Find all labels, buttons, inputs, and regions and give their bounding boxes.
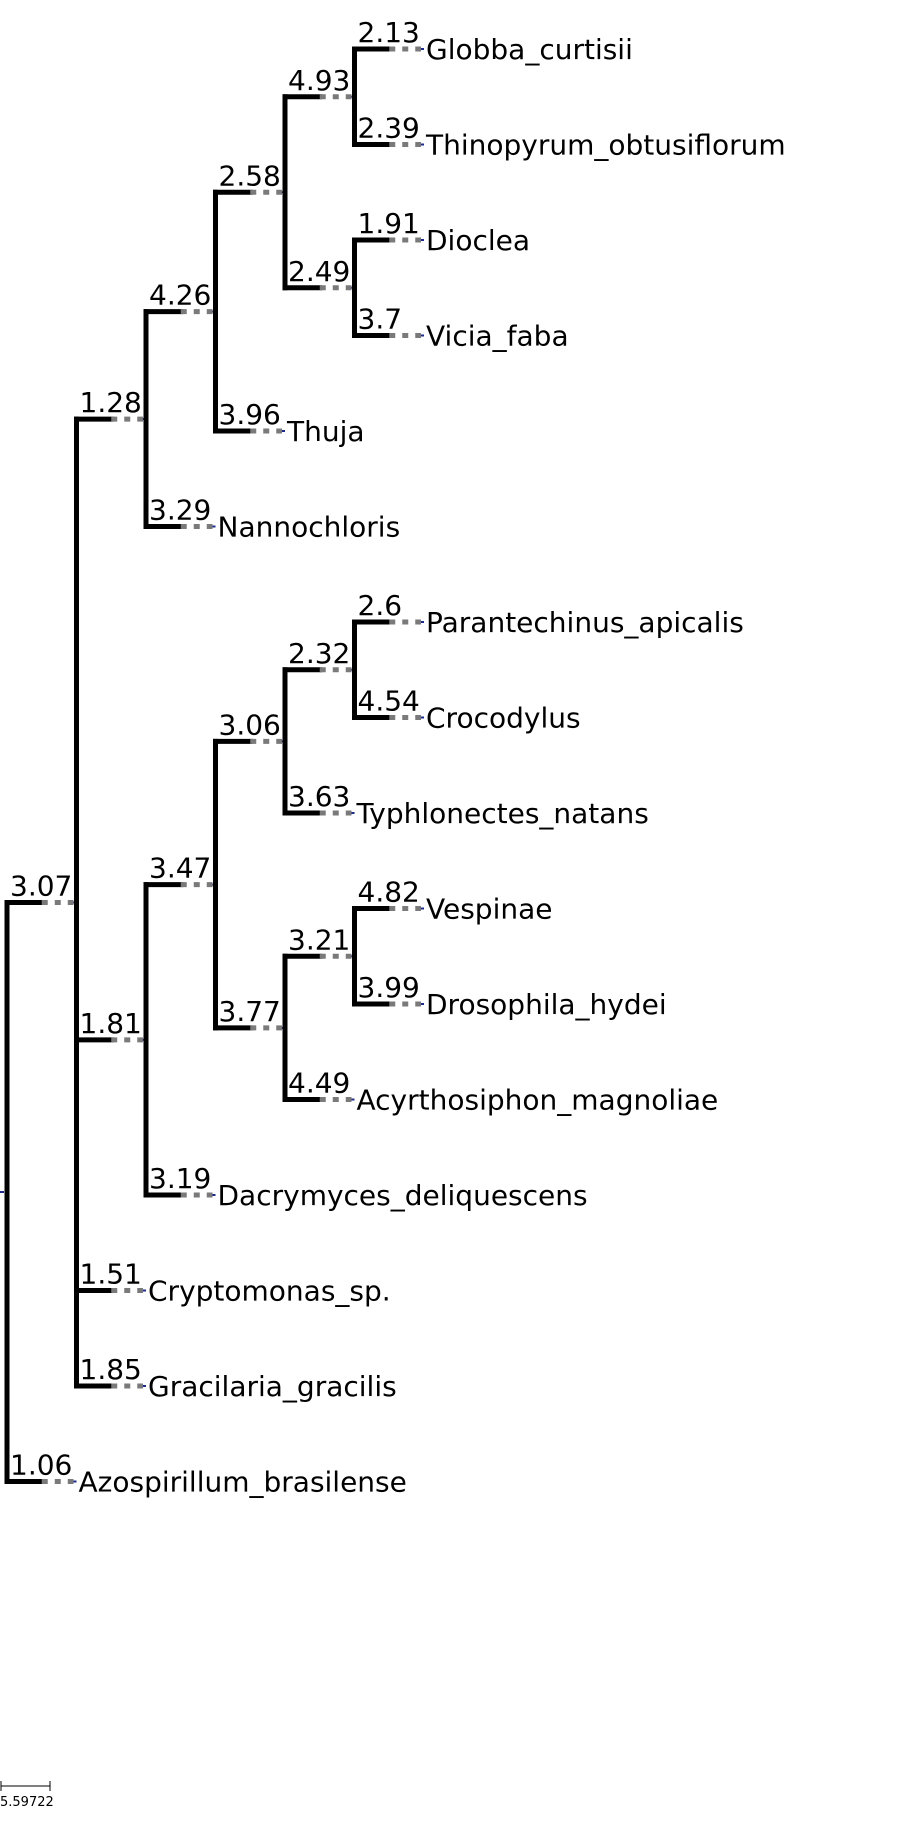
branch-length-label-crocodylus: 4.54 <box>358 685 420 718</box>
branch-length-label-n_j: 3.77 <box>219 995 281 1028</box>
leaf-label-nannochloris: Nannochloris <box>218 511 401 544</box>
scale-bar: 5.59722 <box>0 1781 54 1810</box>
scale-bar-label: 5.59722 <box>0 1795 54 1810</box>
branch-length-label-n_c: 1.81 <box>80 1007 142 1040</box>
branch-length-label-n_i: 3.06 <box>219 708 281 741</box>
branch-length-label-cryptomonas-sp: 1.51 <box>80 1258 142 1291</box>
branch-length-label-n_l: 3.21 <box>288 923 350 956</box>
branch-length-label-n_d: 4.26 <box>149 279 211 312</box>
branch-length-label-n_e: 2.58 <box>219 159 281 192</box>
leaf-label-cryptomonas-sp: Cryptomonas_sp. <box>148 1275 391 1308</box>
leaf-label-globba-curtisii: Globba_curtisii <box>426 33 633 66</box>
leaf-label-azospirillum-brasilense: Azospirillum_brasilense <box>79 1466 407 1499</box>
branch-length-label-parantechinus-apicalis: 2.6 <box>358 589 403 622</box>
tree-edges <box>0 46 424 1484</box>
leaf-label-acyrthosiphon-magnoliae: Acyrthosiphon_magnoliae <box>357 1084 719 1117</box>
leaf-label-drosophila-hydei: Drosophila_hydei <box>426 988 667 1021</box>
branch-length-label-dacrymyces-deliquescens: 3.19 <box>149 1162 211 1195</box>
branch-length-label-n_k: 2.32 <box>288 637 350 670</box>
branch-length-label-globba-curtisii: 2.13 <box>358 16 420 49</box>
branch-length-label-typhlonectes-natans: 3.63 <box>288 780 350 813</box>
branch-length-label-dioclea: 1.91 <box>358 207 420 240</box>
branch-length-label-vespinae: 4.82 <box>358 876 420 909</box>
leaf-label-typhlonectes-natans: Typhlonectes_natans <box>356 797 649 830</box>
branch-length-label-n_f: 4.93 <box>288 64 350 97</box>
branch-length-label-n_a: 3.07 <box>10 870 72 903</box>
branch-length-label-vicia-faba: 3.7 <box>358 303 403 336</box>
leaf-label-crocodylus: Crocodylus <box>426 702 581 735</box>
leaf-label-vespinae: Vespinae <box>426 893 552 926</box>
leaf-label-thinopyrum-obtusiflorum: Thinopyrum_obtusiflorum <box>425 129 786 162</box>
branch-length-label-drosophila-hydei: 3.99 <box>358 971 420 1004</box>
branch-length-label-azospirillum-brasilense: 1.06 <box>10 1449 72 1482</box>
branch-length-label-n_b: 1.28 <box>80 386 142 419</box>
branch-length-label-n_h: 3.47 <box>149 852 211 885</box>
branch-length-label-thuja: 3.96 <box>219 398 281 431</box>
leaf-label-dioclea: Dioclea <box>426 224 530 257</box>
leaf-label-dacrymyces-deliquescens: Dacrymyces_deliquescens <box>218 1179 588 1212</box>
leaf-label-vicia-faba: Vicia_faba <box>426 320 569 353</box>
branch-length-label-acyrthosiphon-magnoliae: 4.49 <box>288 1067 350 1100</box>
leaf-label-gracilaria-gracilis: Gracilaria_gracilis <box>148 1370 397 1403</box>
leaf-label-thuja: Thuja <box>286 415 365 448</box>
branch-length-label-n_g: 2.49 <box>288 255 350 288</box>
branch-length-label-thinopyrum-obtusiflorum: 2.39 <box>358 112 420 145</box>
branch-length-label-gracilaria-gracilis: 1.85 <box>80 1353 142 1386</box>
branch-length-label-nannochloris: 3.29 <box>149 494 211 527</box>
leaf-label-parantechinus-apicalis: Parantechinus_apicalis <box>426 606 744 639</box>
